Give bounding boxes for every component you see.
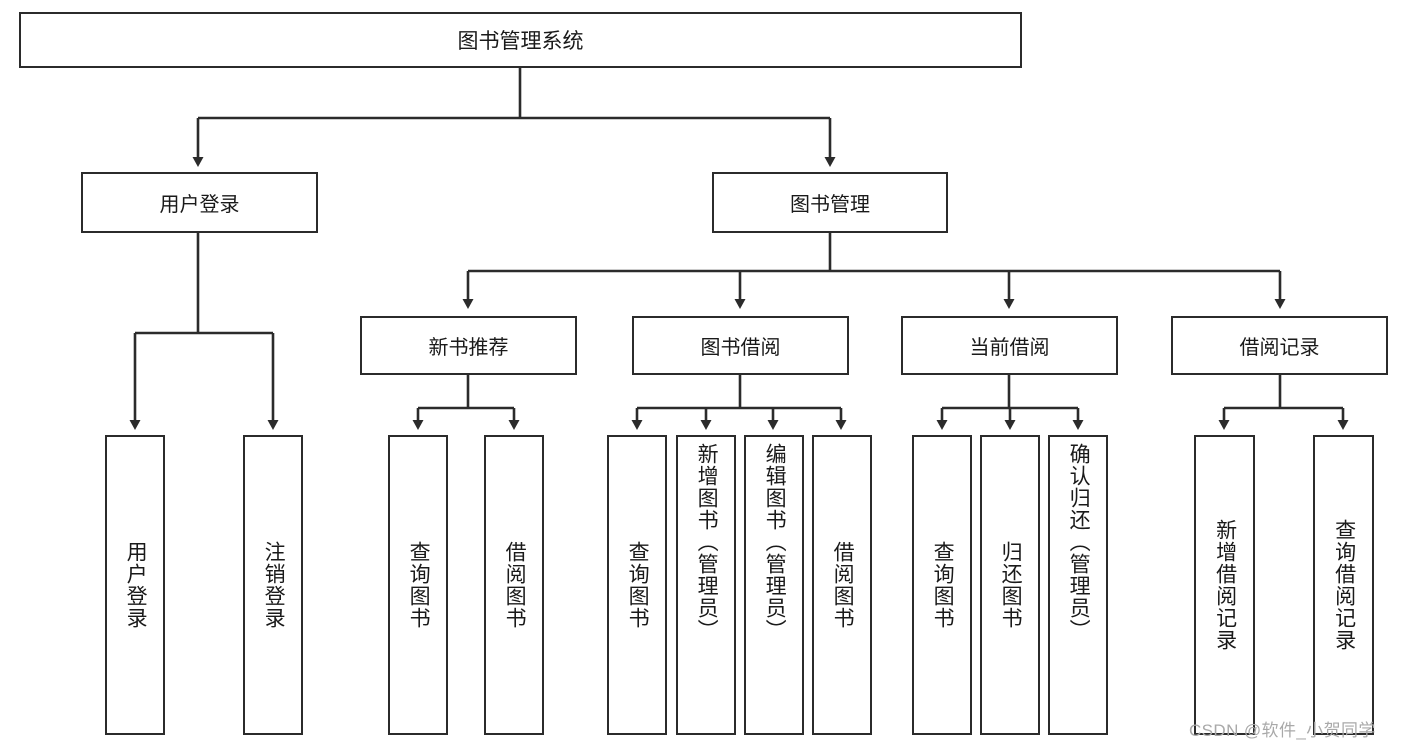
node-new-book-recommend[interactable]: 新书推荐: [360, 316, 577, 375]
node-label: 确认归还（管理员）: [1067, 443, 1091, 641]
node-label: 用户登录: [159, 194, 240, 216]
node-label: 图书管理: [790, 194, 870, 216]
node-label: 借阅记录: [1239, 337, 1320, 359]
watermark: CSDN @软件_小贺同学: [1189, 721, 1376, 740]
node-leaf-query-record[interactable]: 查询借阅记录: [1313, 435, 1374, 735]
node-book-management[interactable]: 图书管理: [712, 172, 948, 233]
node-leaf-query-book-1[interactable]: 查询图书: [388, 435, 448, 735]
node-label: 查询图书: [626, 541, 650, 629]
node-label: 新增图书（管理员）: [695, 443, 719, 641]
node-leaf-return-book[interactable]: 归还图书: [980, 435, 1040, 735]
node-label: 用户登录: [124, 541, 148, 629]
node-label: 新书推荐: [428, 337, 509, 359]
node-leaf-query-book-3[interactable]: 查询图书: [912, 435, 972, 735]
node-book-management-system[interactable]: 图书管理系统: [19, 12, 1022, 68]
node-label: 图书管理系统: [457, 30, 584, 53]
node-book-borrow[interactable]: 图书借阅: [632, 316, 849, 375]
node-leaf-add-record[interactable]: 新增借阅记录: [1194, 435, 1255, 735]
node-leaf-edit-book[interactable]: 编辑图书（管理员）: [744, 435, 804, 735]
node-label: 编辑图书（管理员）: [763, 443, 787, 641]
node-label: 查询图书: [407, 541, 431, 629]
node-user-login[interactable]: 用户登录: [81, 172, 318, 233]
node-label: 借阅图书: [831, 541, 855, 629]
node-borrow-record[interactable]: 借阅记录: [1171, 316, 1388, 375]
node-label: 图书借阅: [700, 337, 781, 359]
node-leaf-borrow-book-1[interactable]: 借阅图书: [484, 435, 544, 735]
node-label: 借阅图书: [503, 541, 527, 629]
node-label: 归还图书: [999, 541, 1023, 629]
node-current-borrow[interactable]: 当前借阅: [901, 316, 1118, 375]
node-label: 当前借阅: [969, 337, 1050, 359]
node-leaf-query-book-2[interactable]: 查询图书: [607, 435, 667, 735]
node-leaf-add-book[interactable]: 新增图书（管理员）: [676, 435, 736, 735]
node-leaf-user-login[interactable]: 用户登录: [105, 435, 165, 735]
node-leaf-confirm-return[interactable]: 确认归还（管理员）: [1048, 435, 1108, 735]
node-label: 新增借阅记录: [1213, 519, 1237, 651]
node-label: 查询图书: [931, 541, 955, 629]
node-label: 查询借阅记录: [1332, 519, 1356, 651]
node-leaf-borrow-book-2[interactable]: 借阅图书: [812, 435, 872, 735]
node-label: 注销登录: [262, 541, 286, 629]
node-leaf-logout[interactable]: 注销登录: [243, 435, 303, 735]
